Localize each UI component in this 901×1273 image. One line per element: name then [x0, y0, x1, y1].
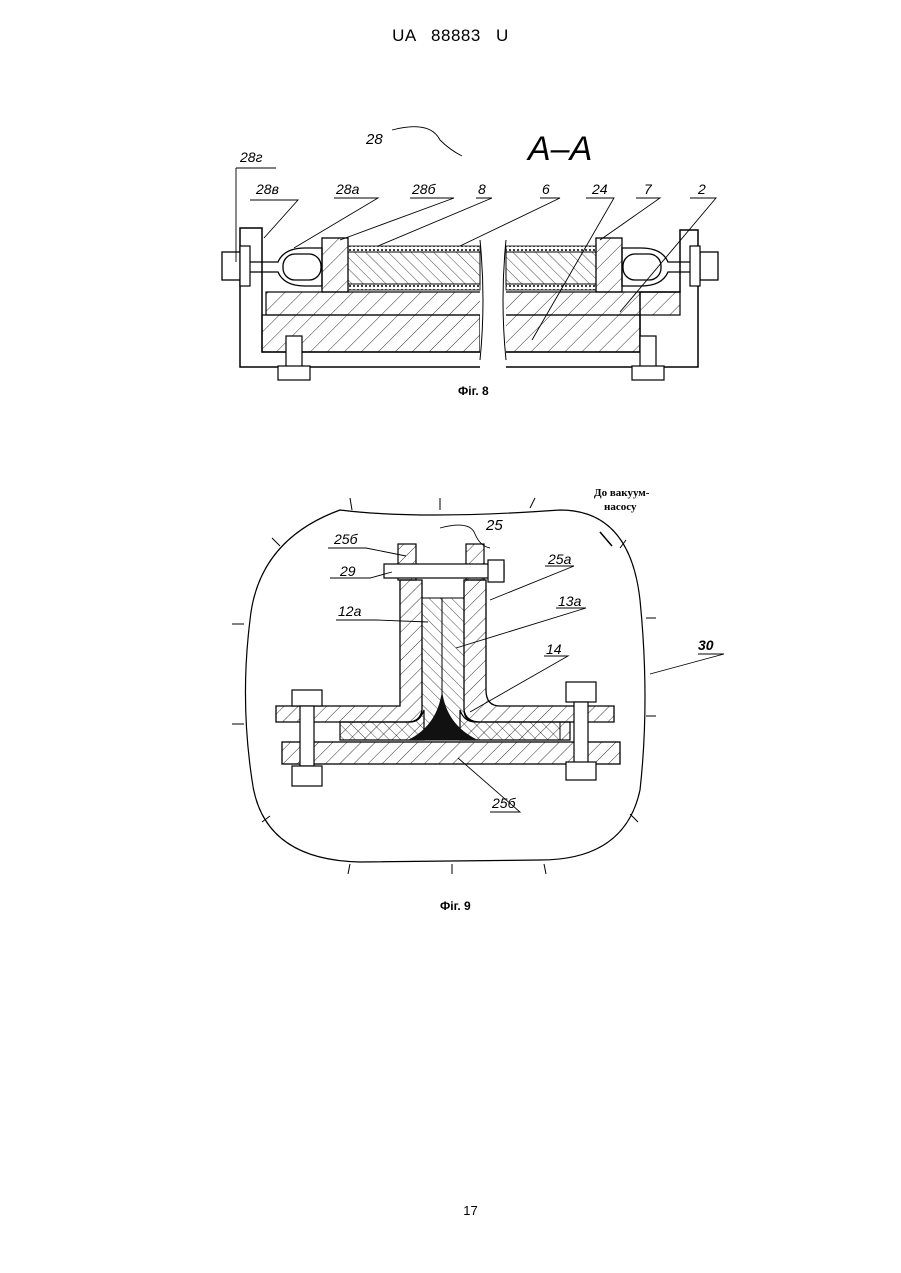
vacuum-port: [600, 532, 612, 546]
label-25b-bottom: 25б: [491, 795, 517, 811]
side-bolt-left: [292, 690, 322, 786]
label-13a: 13а: [558, 593, 582, 609]
bolt-29: [384, 564, 504, 578]
label-14: 14: [546, 641, 562, 657]
label-25b-top: 25б: [333, 531, 359, 547]
page-number: 17: [0, 1203, 901, 1218]
plate-25b-bottom: [282, 742, 620, 764]
label-30: 30: [698, 637, 714, 653]
label-29: 29: [339, 563, 356, 579]
label-25: 25: [485, 517, 503, 534]
label-12a: 12а: [338, 603, 362, 619]
vacuum-label-2: насосу: [604, 501, 637, 513]
label-25a: 25а: [547, 551, 572, 567]
figure-9: 25 25б 29 25а 12а 13а 14 30 25б До вакуу…: [0, 0, 901, 940]
vacuum-label-1: До вакуум-: [594, 487, 650, 499]
bolt-29-nut: [488, 560, 504, 582]
fig9-caption: Фіг. 9: [440, 899, 471, 913]
